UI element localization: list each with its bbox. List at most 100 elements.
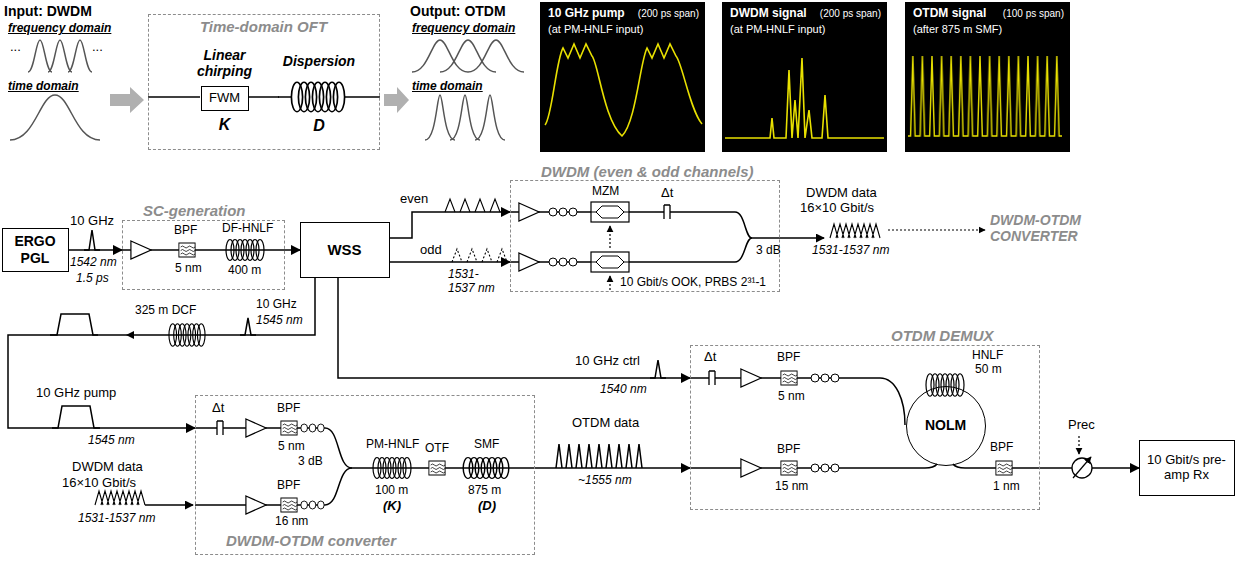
- edge-label: OTDM data: [570, 416, 641, 431]
- node-text: Time-domain OFT: [200, 18, 327, 35]
- fiber-coil: [169, 240, 964, 479]
- attenuator-symbol: [1073, 457, 1091, 478]
- label-text: (D): [478, 499, 496, 514]
- label-text: Prec: [1068, 418, 1095, 433]
- fiber-line: [195, 468, 352, 505]
- label-text: 10 GHz: [256, 298, 297, 312]
- label-text: BPF: [990, 441, 1013, 455]
- label-text: Output: OTDM: [410, 3, 506, 19]
- label-text: 400 m: [228, 264, 261, 278]
- amplifier-symbol: [246, 419, 266, 437]
- label-text: Input: DWDM: [4, 3, 92, 19]
- amplifier-symbol: [741, 459, 761, 477]
- modulator-symbol: [591, 252, 629, 272]
- delay-symbol: [655, 204, 679, 220]
- group-band: DWDM-OTDM converter: [195, 395, 535, 555]
- label-text: 1.5 ps: [76, 272, 109, 286]
- dotted-arrow: [1078, 436, 1079, 454]
- polarization-controller: [811, 374, 839, 382]
- fiber-line: [724, 378, 905, 425]
- fiber-line: [148, 96, 200, 98]
- label-text: (K): [383, 499, 401, 514]
- fiber-line: [278, 96, 292, 98]
- label-text: 875 m: [468, 484, 501, 498]
- polarization-controller: [811, 464, 839, 472]
- label-text: 1 nm: [993, 480, 1020, 494]
- node-text: D: [313, 117, 325, 135]
- label-text: Δt: [704, 350, 716, 365]
- group-band: Time-domain OFTLinear chirpingFWMKDisper…: [148, 14, 380, 150]
- scope-screen: DWDM signal(at PM-HNLF input)(200 ps spa…: [722, 2, 887, 152]
- node-text: DWDM-OTDM converter: [226, 532, 396, 549]
- delay-symbol: [208, 420, 232, 436]
- pulse: [84, 230, 100, 250]
- connector: [285, 249, 300, 251]
- spectrum-plot: [412, 40, 468, 72]
- channel-spectrum: [95, 199, 880, 505]
- label-text: frequency domain: [412, 22, 515, 36]
- channel-spectrum: [452, 249, 507, 262]
- node-text: Linear chirping: [180, 47, 270, 79]
- fiber-line: [510, 238, 752, 262]
- fiber-coil: [926, 374, 964, 397]
- node-text: 10 Gbit/s pre-amp Rx: [1145, 453, 1229, 483]
- amplifier-symbol: [131, 203, 761, 514]
- scope-trace: [545, 44, 884, 138]
- block-arrow: [110, 87, 409, 113]
- node-text: (after 875 m SMF): [913, 23, 1002, 36]
- label-text: 16 nm: [275, 515, 308, 529]
- label-text: BPF: [174, 224, 197, 238]
- label-text: 1531- 1537 nm: [448, 268, 500, 296]
- label-text: DWDM data: [806, 186, 877, 201]
- node-text: (200 ps span): [820, 8, 881, 20]
- label-text: 16×10 Gbit/s: [800, 201, 874, 216]
- modulator-symbol: [591, 202, 629, 272]
- spectrum-plot: [68, 40, 92, 72]
- spectrum-plot: [28, 40, 52, 72]
- fiber-coil: [291, 82, 344, 111]
- label-text: ~1555 nm: [578, 474, 632, 488]
- loop-circle: NOLM: [906, 386, 986, 466]
- label-text: BPF: [277, 479, 300, 493]
- label-text: DWDM-OTDM CONVERTER: [990, 212, 1110, 244]
- label-text: ...: [92, 40, 103, 55]
- filter-symbol: [179, 243, 195, 257]
- label-text: 10 GHz ctrl: [575, 354, 640, 369]
- node-text: OTDM signal: [913, 7, 986, 21]
- node-text: DWDM signal: [730, 7, 807, 21]
- node-text: SC-generation: [143, 202, 246, 219]
- label-text: OTF: [425, 442, 449, 456]
- dotted-arrow: [609, 276, 610, 290]
- label-text: 1531-1537 nm: [812, 244, 889, 258]
- node-text: Dispersion: [283, 53, 355, 69]
- node-text: (200 ps span): [638, 8, 699, 20]
- label-text: 5 nm: [278, 440, 305, 454]
- filter-symbol: [781, 461, 797, 475]
- scope-screen: OTDM signal (after 875 m SMF)(100 ps span…: [905, 2, 1070, 152]
- label-text: HNLF: [972, 349, 1003, 363]
- label-text: 15 nm: [775, 480, 808, 494]
- fiber-line: [145, 504, 193, 506]
- channel-spectrum: [95, 491, 145, 505]
- fiber-coil: [226, 240, 264, 261]
- node-text: OTDM DEMUX: [891, 327, 994, 344]
- scope-screen: 10 GHz pump(at PM-HNLF input)(200 ps spa…: [540, 2, 705, 152]
- node-text: DWDM (even & odd channels): [541, 163, 754, 180]
- label-text: 1542 nm: [70, 256, 117, 270]
- attenuator-symbol: [1072, 457, 1092, 478]
- spectrum-plot: [48, 40, 72, 72]
- edge-label: odd: [418, 243, 444, 258]
- modulator-symbol: [591, 202, 629, 222]
- spectrum-plot: [468, 40, 524, 72]
- scope-screen: [540, 2, 705, 152]
- scope-trace: [908, 40, 1062, 140]
- polarization-controller: [549, 258, 577, 266]
- node-text: (100 ps span): [1003, 8, 1064, 20]
- scope-screen: [905, 2, 1070, 152]
- node-text: FWM: [209, 91, 240, 106]
- spectrum-plot: [425, 95, 455, 140]
- filter-symbol: [996, 461, 1012, 475]
- label-text: DWDM data: [72, 460, 143, 475]
- block-arrow: [384, 87, 409, 113]
